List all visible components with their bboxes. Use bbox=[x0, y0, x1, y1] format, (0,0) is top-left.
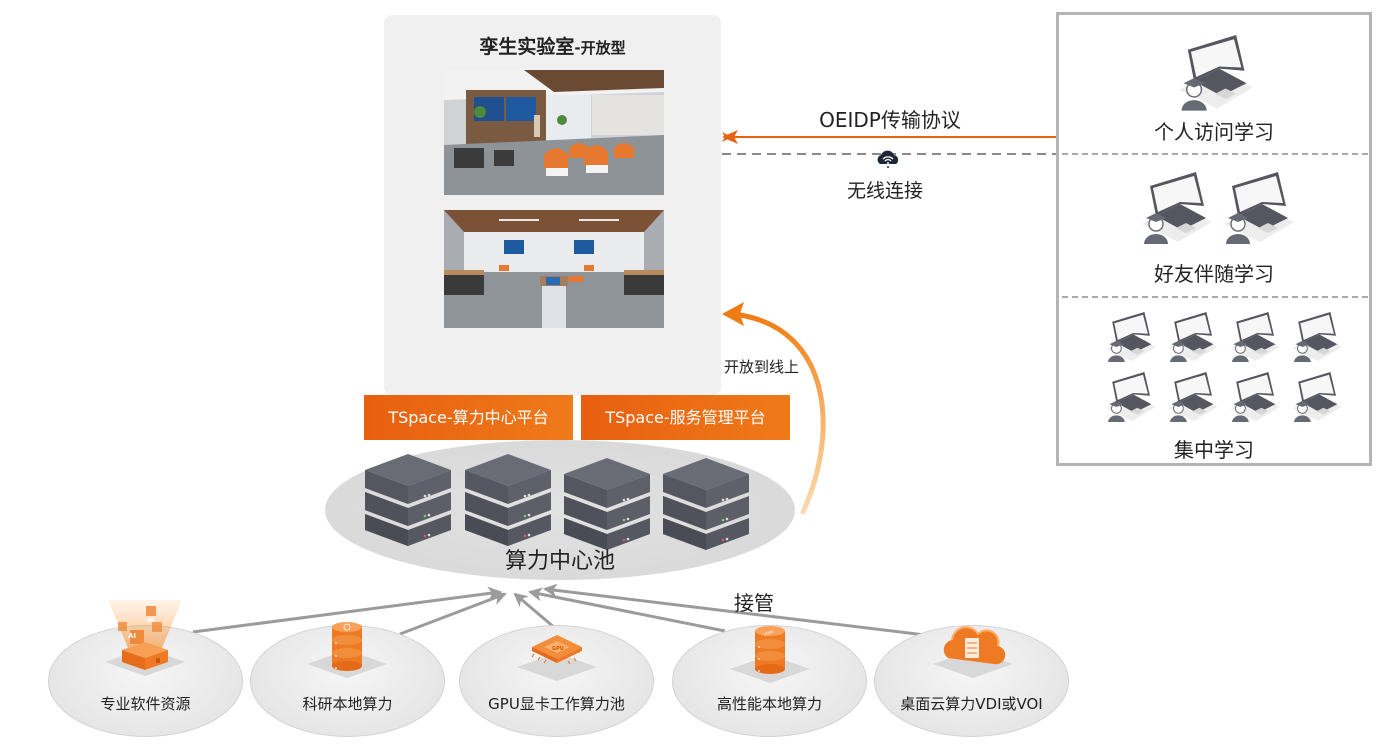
service-management-platform-button[interactable]: TSpace-服务管理平台 bbox=[581, 395, 790, 440]
open-online-arrowhead bbox=[722, 302, 744, 326]
software-box-icon: AI AE PS bbox=[100, 598, 190, 678]
software-ps-text: PS bbox=[111, 619, 119, 625]
takeover-label: 接管 bbox=[734, 591, 774, 615]
divider bbox=[1062, 296, 1368, 298]
server-stack-icon bbox=[463, 448, 553, 548]
open-online-arrow bbox=[737, 312, 826, 515]
laptop-student-icon bbox=[1292, 371, 1342, 422]
laptop-student-icon bbox=[1106, 312, 1156, 363]
lab-title: 孪生实验室-开放型 bbox=[384, 32, 721, 59]
laptop-student-icon bbox=[1230, 371, 1280, 422]
laptop-student-icon bbox=[1230, 312, 1280, 363]
wireless-cloud-icon bbox=[875, 148, 901, 168]
server-stack-icon bbox=[363, 448, 453, 548]
resource-label: 科研本地算力 bbox=[302, 695, 393, 713]
laptop-student-icon bbox=[1106, 371, 1156, 422]
vgpu-database-icon: VGPU bbox=[725, 625, 815, 705]
laptop-student-icon bbox=[1178, 35, 1253, 111]
takeover-arrow-3 bbox=[513, 592, 556, 630]
database-icon bbox=[302, 620, 392, 700]
resource-label: 专业软件资源 bbox=[100, 695, 191, 713]
server-stack-icon bbox=[562, 452, 652, 552]
divider bbox=[1062, 153, 1368, 155]
compute-pool-label: 算力中心池 bbox=[504, 549, 615, 574]
laptop-user-group bbox=[1135, 172, 1295, 252]
takeover-arrow-5 bbox=[543, 583, 926, 637]
software-ae-text: AE bbox=[147, 618, 155, 624]
resource-label: 高性能本地算力 bbox=[716, 695, 822, 713]
laptop-user-group bbox=[1092, 312, 1352, 427]
gpu-chip-text: GPU bbox=[552, 646, 564, 652]
resource-label: 桌面云算力VDI或VOI bbox=[900, 695, 1043, 713]
laptop-student-icon bbox=[1168, 371, 1218, 422]
resource-label: GPU显卡工作算力池 bbox=[488, 695, 625, 713]
lab-photo-classroom bbox=[444, 210, 664, 328]
wireless-label: 无线连接 bbox=[846, 180, 923, 202]
laptop-student-icon bbox=[1224, 172, 1294, 244]
open-online-label: 开放到线上 bbox=[724, 358, 800, 376]
mode-label-centralized: 集中学习 bbox=[1174, 438, 1254, 462]
lab-title-main: 孪生实验室 bbox=[479, 36, 575, 58]
protocol-arrowhead bbox=[722, 130, 738, 144]
protocol-label: OEIDP传输协议 bbox=[819, 108, 961, 132]
takeover-arrow-2 bbox=[399, 591, 507, 636]
mode-label-friends: 好友伴随学习 bbox=[1154, 262, 1274, 286]
laptop-user-group bbox=[1170, 35, 1255, 115]
server-stack-icon bbox=[661, 452, 751, 552]
laptop-student-icon bbox=[1142, 172, 1212, 244]
takeover-arrow-4 bbox=[528, 587, 726, 633]
takeover-arrow-1 bbox=[192, 586, 502, 634]
laptop-student-icon bbox=[1168, 312, 1218, 363]
laptop-student-icon bbox=[1292, 312, 1342, 363]
compute-center-platform-button[interactable]: TSpace-算力中心平台 bbox=[364, 395, 573, 440]
cloud-server-icon bbox=[928, 620, 1018, 700]
vgpu-text: VGPU bbox=[763, 629, 775, 638]
lab-title-suffix: -开放型 bbox=[574, 39, 626, 57]
mode-label-individual: 个人访问学习 bbox=[1154, 120, 1274, 144]
lab-photo-lounge bbox=[444, 70, 664, 195]
software-ai-text: AI bbox=[128, 632, 136, 640]
gpu-chip-icon: GPU bbox=[512, 625, 602, 705]
